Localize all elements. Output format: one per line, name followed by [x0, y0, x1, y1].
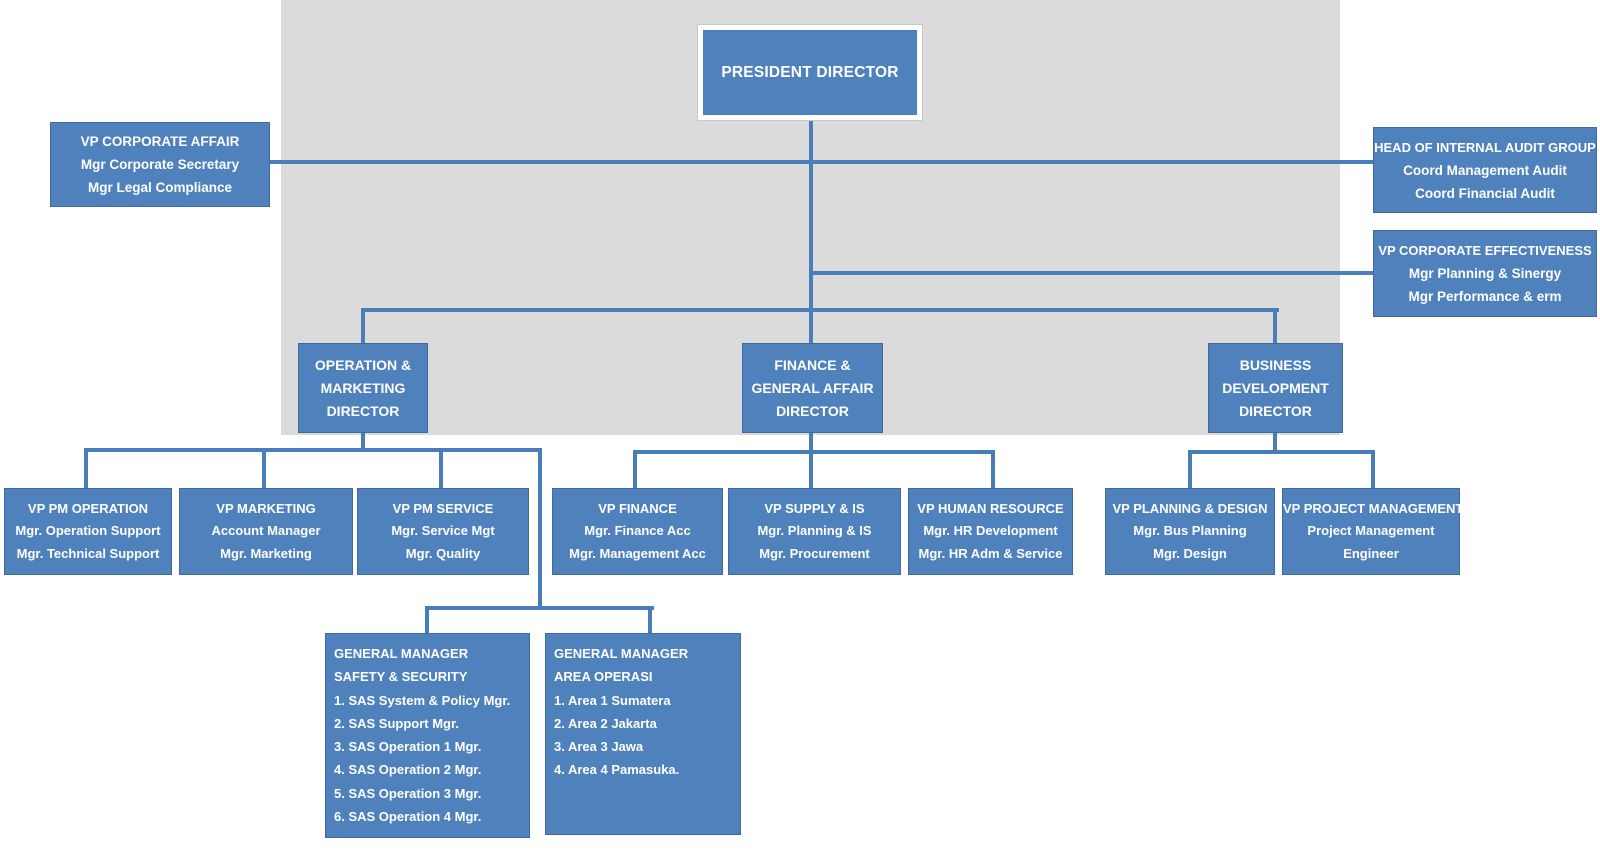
connector-stem-bizdev: [1273, 431, 1277, 452]
org-box-vp-project-management: VP PROJECT MANAGEMENT Project Management…: [1282, 488, 1464, 575]
box-line: GENERAL AFFAIR: [751, 379, 874, 396]
connector-bizdev-bar: [1188, 450, 1375, 454]
connector-drop-vp-pm-operation: [84, 448, 88, 490]
box-title: VP PROJECT MANAGEMENT: [1283, 500, 1464, 516]
box-title: VP FINANCE: [598, 500, 677, 516]
box-line: DIRECTOR: [326, 402, 400, 419]
box-line: Mgr. Quality: [405, 545, 481, 561]
box-line: Mgr. Bus Planning: [1133, 523, 1247, 539]
connector-drop-vp-finance: [633, 450, 637, 490]
box-line: Mgr. Planning & IS: [757, 523, 872, 539]
box-title: VP PM OPERATION: [27, 500, 149, 516]
box-title: VP MARKETING: [216, 500, 316, 516]
box-list-item: 1. Area 1 Sumatera: [554, 692, 671, 708]
connector-affair-audit-line: [268, 160, 1373, 164]
connector-drop-bizdev-director: [1273, 308, 1277, 345]
connector-gm-long-drop: [538, 448, 542, 610]
box-line: Engineer: [1343, 545, 1399, 561]
box-list-item: 5. SAS Operation 3 Mgr.: [334, 785, 482, 801]
org-box-gm-safety-security: GENERAL MANAGER SAFETY & SECURITY 1. SAS…: [325, 633, 530, 838]
connector-effectiveness-line: [811, 271, 1373, 275]
org-box-business-development-director: BUSINESS DEVELOPMENT DIRECTOR: [1208, 343, 1343, 433]
box-line: Mgr Planning & Sinergy: [1408, 266, 1562, 281]
connector-opmkt-bar: [84, 448, 542, 452]
box-line: BUSINESS: [1239, 356, 1312, 373]
box-list-item: 6. SAS Operation 4 Mgr.: [334, 809, 482, 825]
org-box-vp-planning-design: VP PLANNING & DESIGN Mgr. Bus Planning M…: [1105, 488, 1275, 575]
connector-drop-gm-safety: [425, 606, 429, 635]
connector-stem-opmkt: [361, 431, 365, 452]
box-line: DIRECTOR: [1239, 402, 1312, 419]
box-line: Mgr Performance & erm: [1408, 289, 1562, 304]
box-title: PRESIDENT DIRECTOR: [721, 64, 899, 81]
box-list-item: 4. Area 4 Pamasuka.: [554, 762, 680, 778]
org-box-president-director: PRESIDENT DIRECTOR: [698, 25, 922, 120]
box-line: Mgr. HR Adm & Service: [918, 545, 1063, 561]
box-title: VP SUPPLY & IS: [764, 500, 865, 516]
org-box-operation-marketing-director: OPERATION & MARKETING DIRECTOR: [298, 343, 428, 433]
box-list-item: 1. SAS System & Policy Mgr.: [334, 692, 511, 708]
box-line: Mgr. Operation Support: [15, 523, 161, 539]
box-line: OPERATION &: [314, 356, 412, 373]
box-line: Coord Management Audit: [1403, 162, 1567, 178]
box-list-item: 3. SAS Operation 1 Mgr.: [334, 739, 482, 755]
box-line: Mgr. Technical Support: [16, 545, 160, 561]
connector-drop-vp-planning-design: [1188, 450, 1192, 490]
box-line: Mgr Legal Compliance: [87, 180, 233, 195]
org-box-finance-general-affair-director: FINANCE & GENERAL AFFAIR DIRECTOR: [742, 343, 883, 433]
connector-drop-opmkt-director: [361, 308, 365, 345]
connector-president-trunk: [809, 115, 813, 343]
box-title: SAFETY & SECURITY: [334, 669, 468, 685]
connector-drop-vp-supply-is: [809, 450, 813, 490]
connector-stem-finance: [809, 431, 813, 452]
org-box-vp-human-resource: VP HUMAN RESOURCE Mgr. HR Development Mg…: [908, 488, 1073, 575]
box-line: Account Manager: [211, 523, 321, 539]
org-box-vp-pm-operation: VP PM OPERATION Mgr. Operation Support M…: [4, 488, 172, 575]
connector-directors-bar: [361, 308, 1279, 312]
box-list-item: 2. SAS Support Mgr.: [334, 715, 459, 731]
connector-drop-vp-pm-service: [439, 448, 443, 490]
connector-drop-vp-project-management: [1371, 450, 1375, 490]
box-title: VP CORPORATE EFFECTIVENESS: [1378, 243, 1592, 258]
box-line: MARKETING: [320, 379, 406, 396]
box-title: VP HUMAN RESOURCE: [917, 500, 1064, 516]
box-line: Project Management: [1307, 523, 1435, 539]
box-title: VP CORPORATE AFFAIR: [80, 134, 240, 149]
box-line: Mgr. Management Acc: [569, 545, 706, 561]
box-line: DIRECTOR: [776, 402, 849, 419]
connector-drop-vp-human-resource: [991, 450, 995, 490]
box-title: AREA OPERASI: [554, 669, 653, 685]
box-title: VP PLANNING & DESIGN: [1112, 500, 1268, 516]
org-box-vp-corporate-effectiveness: VP CORPORATE EFFECTIVENESS Mgr Planning …: [1373, 230, 1597, 317]
box-line: Mgr. Design: [1153, 545, 1227, 561]
box-line: Mgr. Procurement: [759, 545, 870, 561]
box-list-item: 4. SAS Operation 2 Mgr.: [334, 762, 482, 778]
connector-finance-bar: [633, 450, 995, 454]
org-box-vp-pm-service: VP PM SERVICE Mgr. Service Mgt Mgr. Qual…: [357, 488, 529, 575]
box-line: Coord Financial Audit: [1415, 185, 1555, 201]
org-box-gm-area-operasi: GENERAL MANAGER AREA OPERASI 1. Area 1 S…: [545, 633, 741, 835]
box-list-item: 3. Area 3 Jawa: [554, 739, 644, 755]
org-box-vp-supply-is: VP SUPPLY & IS Mgr. Planning & IS Mgr. P…: [728, 488, 901, 575]
org-box-vp-corporate-affair: VP CORPORATE AFFAIR Mgr Corporate Secret…: [50, 122, 270, 207]
box-line: FINANCE &: [774, 356, 851, 373]
box-line: Mgr Corporate Secretary: [80, 157, 240, 172]
box-line: Mgr. HR Development: [923, 523, 1058, 539]
box-list-item: 2. Area 2 Jakarta: [554, 715, 657, 731]
connector-drop-vp-marketing: [262, 448, 266, 490]
org-box-head-internal-audit-group: HEAD OF INTERNAL AUDIT GROUP Coord Manag…: [1373, 127, 1597, 213]
box-title: VP PM SERVICE: [392, 500, 494, 516]
org-box-vp-finance: VP FINANCE Mgr. Finance Acc Mgr. Managem…: [552, 488, 723, 575]
box-line: Mgr. Marketing: [220, 545, 312, 561]
box-line: Mgr. Finance Acc: [584, 523, 691, 539]
box-line: DEVELOPMENT: [1222, 379, 1329, 396]
box-line: Mgr. Service Mgt: [391, 523, 495, 539]
box-title: HEAD OF INTERNAL AUDIT GROUP: [1374, 139, 1596, 155]
box-title: GENERAL MANAGER: [554, 646, 689, 661]
connector-drop-gm-area: [648, 606, 652, 635]
box-title: GENERAL MANAGER: [334, 646, 469, 661]
org-box-vp-marketing: VP MARKETING Account Manager Mgr. Market…: [179, 488, 353, 575]
connector-gm-bar: [425, 606, 654, 610]
